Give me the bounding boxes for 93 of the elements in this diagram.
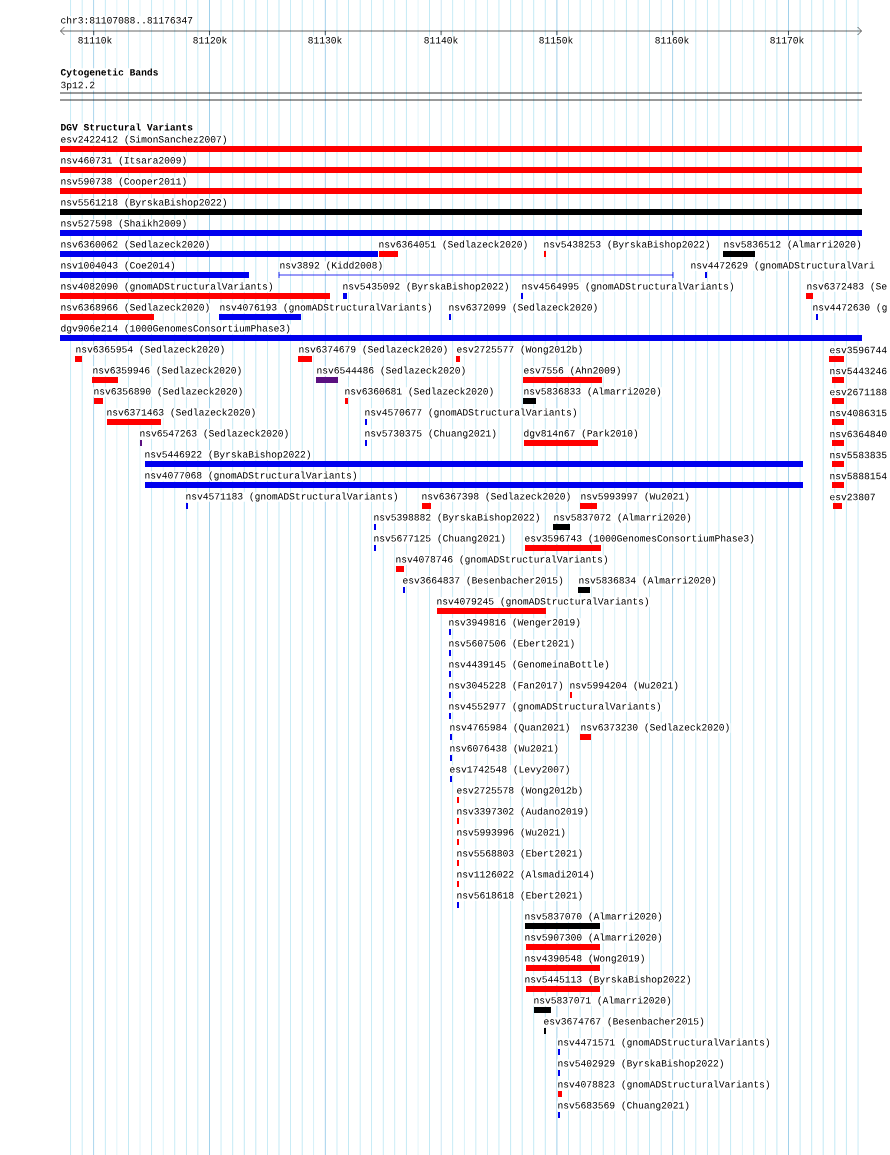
track-title: DGV Structural Variants bbox=[60, 123, 194, 131]
variant-label: nsv4765984 (Quan2021) bbox=[449, 723, 571, 733]
variant-label: nsv460731 (Itsara2009) bbox=[60, 156, 188, 166]
variant-label: nsv6356890 (Sedlazeck2020) bbox=[93, 387, 244, 397]
tick-label: 81150k bbox=[538, 36, 574, 44]
variant-label: nsv5907300 (Almarri2020) bbox=[524, 933, 664, 943]
variant-label: nsv4082090 (gnomADStructuralVariants) bbox=[60, 282, 274, 292]
region-label: chr3:81107088..81176347 bbox=[60, 16, 194, 24]
tick-label: 81160k bbox=[654, 36, 690, 44]
variant-label: nsv5993997 (Wu2021) bbox=[580, 492, 691, 502]
variant-label: nsv6374679 (Sedlazeck2020) bbox=[298, 345, 449, 355]
tick-label: 81140k bbox=[423, 36, 459, 44]
variant-label: esv2422412 (SimonSanchez2007) bbox=[60, 135, 228, 145]
variant-label: esv2671188 bbox=[829, 388, 888, 396]
variant-label: nsv6368966 (Sedlazeck2020) bbox=[60, 303, 211, 313]
variant-label: nsv5443246 bbox=[829, 367, 888, 375]
variant-label: nsv4564995 (gnomADStructuralVariants) bbox=[521, 282, 735, 292]
variant-label: nsv3949816 (Wenger2019) bbox=[448, 618, 582, 628]
variant-label: nsv4472630 (g bbox=[812, 303, 888, 313]
variant-label: nsv6364840 bbox=[829, 430, 888, 438]
variant-label: nsv5446922 (ByrskaBishop2022) bbox=[144, 450, 312, 460]
variant-label: nsv4471571 (gnomADStructuralVariants) bbox=[557, 1038, 771, 1048]
variant-label: esv3596744 bbox=[829, 346, 888, 354]
variant-label: esv2725578 (Wong2012b) bbox=[456, 786, 584, 796]
variant-label: nsv5402929 (ByrskaBishop2022) bbox=[557, 1059, 725, 1069]
variant-label: nsv6544486 (Sedlazeck2020) bbox=[316, 366, 467, 376]
variant-label: nsv6365954 (Sedlazeck2020) bbox=[75, 345, 226, 355]
variant-label: nsv4552977 (gnomADStructuralVariants) bbox=[448, 702, 662, 712]
tick-label: 81130k bbox=[307, 36, 343, 44]
variant-label: nsv6360681 (Sedlazeck2020) bbox=[344, 387, 495, 397]
variant-label: nsv6367398 (Sedlazeck2020) bbox=[421, 492, 572, 502]
variant-label: nsv5561218 (ByrskaBishop2022) bbox=[60, 198, 228, 208]
variant-label: nsv3892 (Kidd2008) bbox=[279, 261, 384, 271]
variant-label: nsv6372099 (Sedlazeck2020) bbox=[448, 303, 599, 313]
variant-label: nsv6547263 (Sedlazeck2020) bbox=[139, 429, 290, 439]
variant-label: nsv5398882 (ByrskaBishop2022) bbox=[373, 513, 541, 523]
variant-label: nsv5837070 (Almarri2020) bbox=[524, 912, 664, 922]
variant-label: nsv5435092 (ByrskaBishop2022) bbox=[342, 282, 510, 292]
variant-label: dgv814n67 (Park2010) bbox=[523, 429, 639, 439]
variant-label: nsv5607506 (Ebert2021) bbox=[448, 639, 576, 649]
variant-label: esv3674767 (Besenbacher2015) bbox=[543, 1017, 706, 1027]
variant-label: nsv3045228 (Fan2017) bbox=[448, 681, 564, 691]
variant-label: nsv5583835 bbox=[829, 451, 888, 459]
variant-label: nsv6076438 (Wu2021) bbox=[449, 744, 560, 754]
variant-label: nsv3397302 (Audano2019) bbox=[456, 807, 590, 817]
variant-label: esv1742548 (Levy2007) bbox=[449, 765, 571, 775]
variant-label: dgv906e214 (1000GenomesConsortiumPhase3) bbox=[60, 324, 292, 334]
variant-label: nsv5837071 (Almarri2020) bbox=[533, 996, 673, 1006]
variant-label: nsv4086315 bbox=[829, 409, 888, 417]
variant-label: nsv6360062 (Sedlazeck2020) bbox=[60, 240, 211, 250]
variant-label: nsv6371463 (Sedlazeck2020) bbox=[106, 408, 257, 418]
variant-label: esv23807 bbox=[829, 493, 876, 501]
variant-label: nsv5730375 (Chuang2021) bbox=[364, 429, 498, 439]
variant-label: nsv6359946 (Sedlazeck2020) bbox=[92, 366, 243, 376]
variant-label: nsv4077068 (gnomADStructuralVariants) bbox=[144, 471, 358, 481]
variant-label: nsv4078823 (gnomADStructuralVariants) bbox=[557, 1080, 771, 1090]
variant-label: nsv4078746 (gnomADStructuralVariants) bbox=[395, 555, 609, 565]
variant-label: nsv5445113 (ByrskaBishop2022) bbox=[524, 975, 692, 985]
variant-label: nsv4570677 (gnomADStructuralVariants) bbox=[364, 408, 578, 418]
variant-label: nsv4571183 (gnomADStructuralVariants) bbox=[185, 492, 399, 502]
variant-label: esv2725577 (Wong2012b) bbox=[456, 345, 584, 355]
variant-label: nsv5438253 (ByrskaBishop2022) bbox=[543, 240, 711, 250]
tick-label: 81170k bbox=[769, 36, 805, 44]
variant-label: nsv590738 (Cooper2011) bbox=[60, 177, 188, 187]
tick-label: 81120k bbox=[192, 36, 228, 44]
variant-label: nsv5618618 (Ebert2021) bbox=[456, 891, 584, 901]
variant-label: nsv4390548 (Wong2019) bbox=[524, 954, 646, 964]
variant-label: nsv5836512 (Almarri2020) bbox=[723, 240, 863, 250]
tick-label: 81110k bbox=[77, 36, 113, 44]
variant-label: nsv5888154 bbox=[829, 472, 888, 480]
variant-label: nsv527598 (Shaikh2009) bbox=[60, 219, 188, 229]
region-label: 3p12.2 bbox=[60, 81, 96, 91]
variant-label: nsv4079245 (gnomADStructuralVariants) bbox=[436, 597, 650, 607]
track-title: Cytogenetic Bands bbox=[60, 68, 159, 78]
variant-label: esv3596743 (1000GenomesConsortiumPhase3) bbox=[524, 534, 756, 544]
variant-label: nsv6364051 (Sedlazeck2020) bbox=[378, 240, 529, 250]
variant-label: nsv4439145 (GenomeinaBottle) bbox=[448, 660, 611, 670]
variant-label: nsv1126022 (Alsmadi2014) bbox=[456, 870, 596, 880]
variant-label: nsv5994204 (Wu2021) bbox=[569, 681, 680, 691]
variant-label: esv7556 (Ahn2009) bbox=[523, 366, 622, 376]
variant-label: nsv4472629 (gnomADStructuralVari bbox=[690, 261, 876, 271]
variant-label: nsv5837072 (Almarri2020) bbox=[553, 513, 693, 523]
variant-label: nsv5677125 (Chuang2021) bbox=[373, 534, 507, 544]
variant-label: nsv5993996 (Wu2021) bbox=[456, 828, 567, 838]
variant-label: nsv6372483 (Se bbox=[806, 282, 888, 292]
variant-label: nsv1004043 (Coe2014) bbox=[60, 261, 176, 271]
variant-label: nsv5836833 (Almarri2020) bbox=[523, 387, 663, 397]
variant-label: nsv5836834 (Almarri2020) bbox=[578, 576, 718, 586]
variant-label: nsv4076193 (gnomADStructuralVariants) bbox=[219, 303, 433, 313]
variant-label: esv3664837 (Besenbacher2015) bbox=[402, 576, 565, 586]
variant-label: nsv5683569 (Chuang2021) bbox=[557, 1101, 691, 1111]
variant-label: nsv5568803 (Ebert2021) bbox=[456, 849, 584, 859]
variant-label: nsv6373230 (Sedlazeck2020) bbox=[580, 723, 731, 733]
